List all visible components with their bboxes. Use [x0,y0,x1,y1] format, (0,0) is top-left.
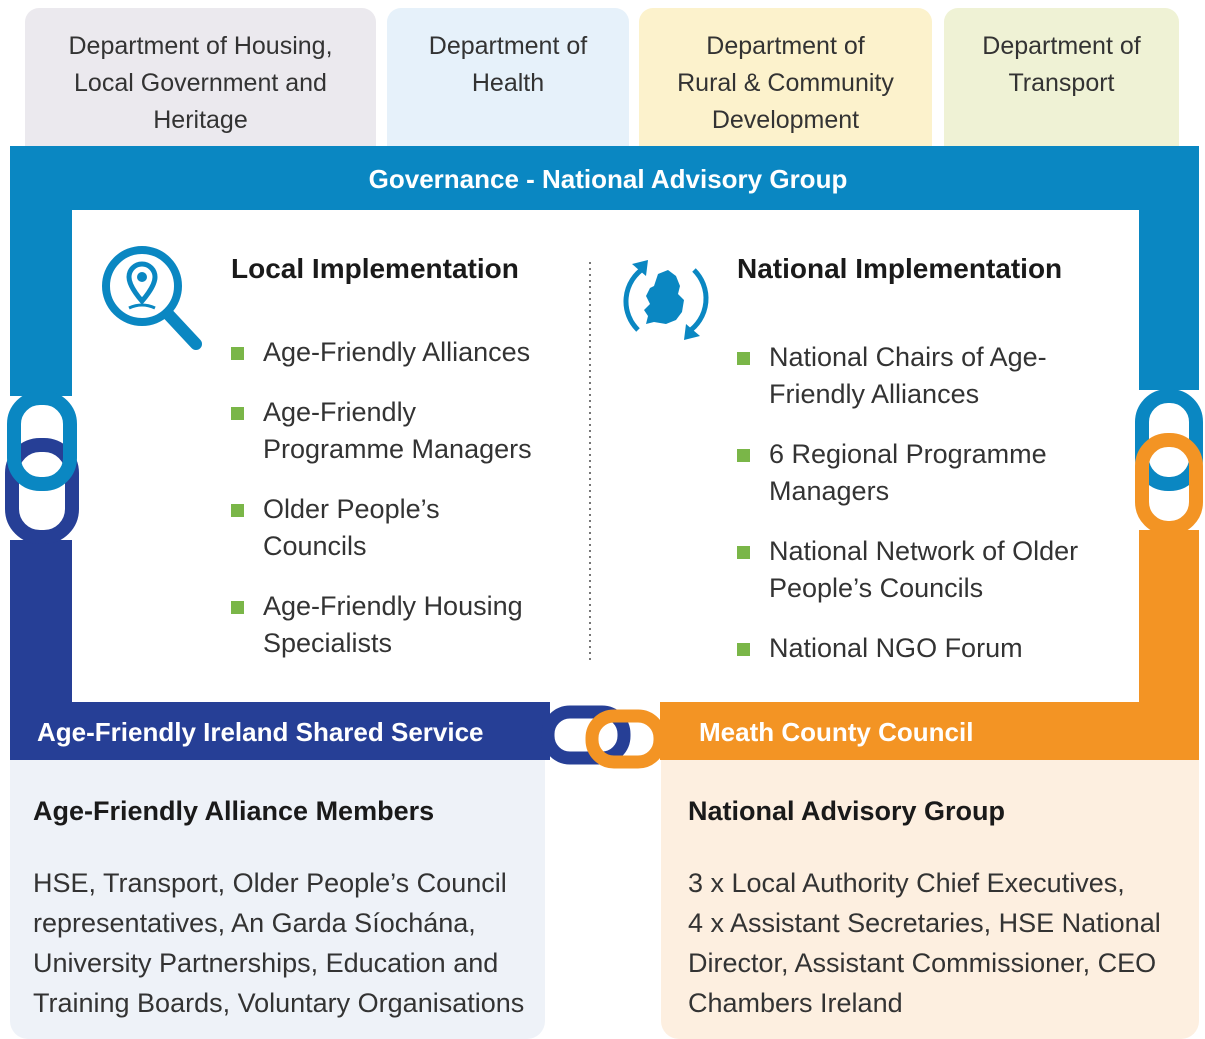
national-implementation-title: National Implementation [737,253,1063,284]
governance-band [10,146,1199,210]
bullet-square-icon [231,601,244,614]
right-blue-bar [1139,146,1199,390]
meath-label: Meath County Council [699,717,974,747]
governance-label: Governance - National Advisory Group [368,164,848,194]
national-implementation-list: National Chairs of Age-Friendly Alliance… [737,339,1078,667]
advisory-group-text: 3 x Local Authority Chief Executives, 4 … [688,868,1161,1018]
alliance-members-panel: Age-Friendly Alliance Members HSE, Trans… [10,760,545,1039]
meath-band [660,702,1199,760]
ireland-cycle-icon [623,260,709,340]
dept-housing: Department of Housing,Local Government a… [25,8,376,158]
left-blue-bar [10,146,72,396]
bullet-square-icon [231,347,244,360]
alliance-members-text: HSE, Transport, Older People’s Council r… [33,868,525,1018]
left-chain-link-navy [5,438,79,544]
left-chain-link-blue [7,391,77,491]
shared-service-label: Age-Friendly Ireland Shared Service [37,717,484,747]
alliance-members-title: Age-Friendly Alliance Members [33,796,435,826]
bullet-square-icon [737,449,750,462]
bullet-square-icon [737,643,750,656]
bullet-square-icon [737,352,750,365]
bullet-square-icon [737,546,750,559]
list-item: National Chairs of Age-Friendly Alliance… [737,339,1078,413]
list-item: National NGO Forum [737,630,1078,667]
bottom-chain-link-navy [541,705,631,765]
location-search-icon [102,246,202,350]
bottom-chain-link-orange [585,709,667,769]
advisory-group-title: National Advisory Group [688,796,1006,826]
right-chain-link-blue [1135,389,1203,491]
bullet-square-icon [231,407,244,420]
advisory-group-panel: National Advisory Group 3 x Local Author… [661,760,1199,1039]
local-implementation-title: Local Implementation [231,253,519,284]
right-chain-link-orange [1135,433,1203,535]
list-item: Age-Friendly Alliances [231,334,532,371]
shared-service-band [10,702,550,760]
bullet-square-icon [231,504,244,517]
dept-housing-label: Department of Housing,Local Government a… [68,32,333,134]
